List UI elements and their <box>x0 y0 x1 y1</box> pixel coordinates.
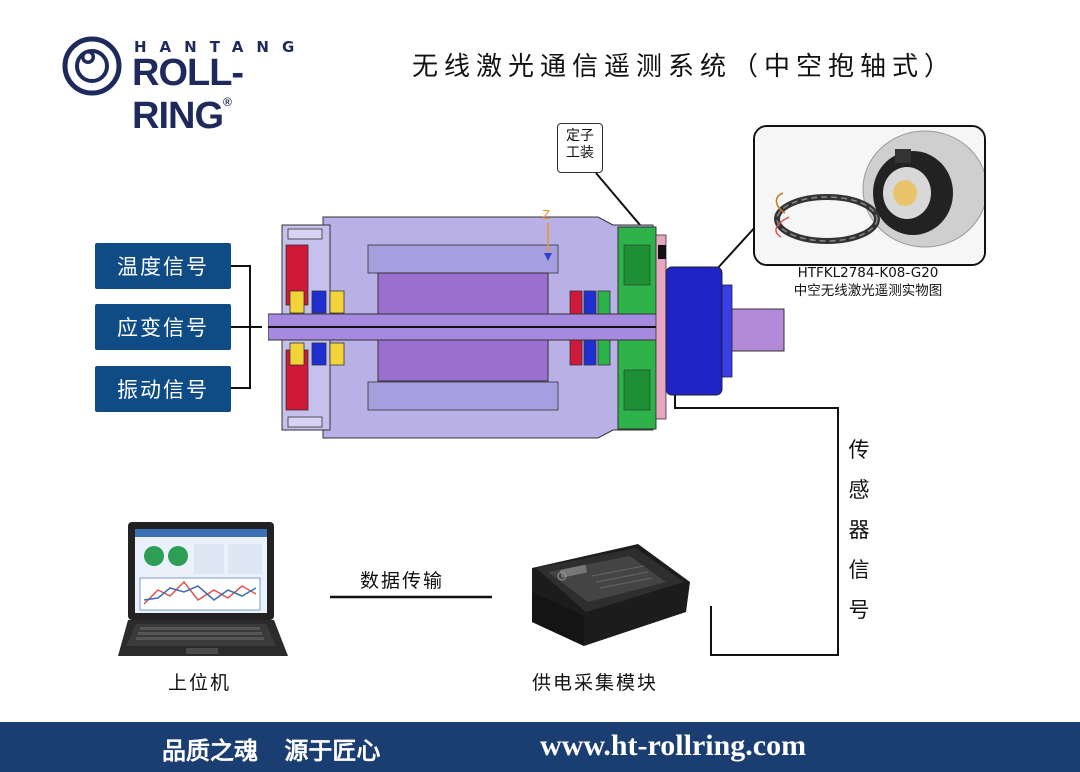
footer-website: www.ht-rollring.com <box>540 729 807 762</box>
registered-mark: ® <box>223 95 232 109</box>
host-pc-label: 上位机 <box>168 672 232 694</box>
stator-fixture-tag: 定子 工装 <box>557 123 603 173</box>
footer-slogan: 品质之魂 源于匠心 <box>162 736 381 765</box>
product-photo-frame <box>753 125 986 266</box>
signal-box-vibration: 振动信号 <box>95 366 231 412</box>
power-module-label: 供电采集模块 <box>532 672 659 694</box>
product-photo <box>755 127 984 264</box>
product-model: HTFKL2784-K08-G20 <box>797 265 939 281</box>
product-photo-caption: HTFKL2784-K08-G20 中空无线激光遥测实物图 <box>758 264 978 300</box>
sensor-signal-label: 传感器信号 <box>848 438 870 622</box>
stator-tag-line1: 定子 <box>566 128 594 144</box>
brand-main-text: ROLL-RING® <box>132 52 244 137</box>
logo-ring-icon <box>62 36 122 96</box>
signal-box-temperature: 温度信号 <box>95 243 231 289</box>
power-acquisition-module-icon <box>532 544 690 646</box>
company-logo: HANTANG ROLL-RING® <box>62 36 332 137</box>
footer-bar <box>0 722 1080 772</box>
stator-tag-line2: 工装 <box>566 145 594 161</box>
axis-z-label: Z <box>542 208 550 222</box>
data-transfer-label: 数据传输 <box>360 570 445 592</box>
brand-top-text: HANTANG <box>134 38 308 56</box>
slip-ring-cross-section: Z <box>268 208 785 439</box>
page-title: 无线激光通信遥测系统（中空抱轴式） <box>412 52 957 82</box>
signal-box-strain: 应变信号 <box>95 304 231 350</box>
laptop-icon <box>118 522 288 656</box>
product-description: 中空无线激光遥测实物图 <box>793 283 943 299</box>
